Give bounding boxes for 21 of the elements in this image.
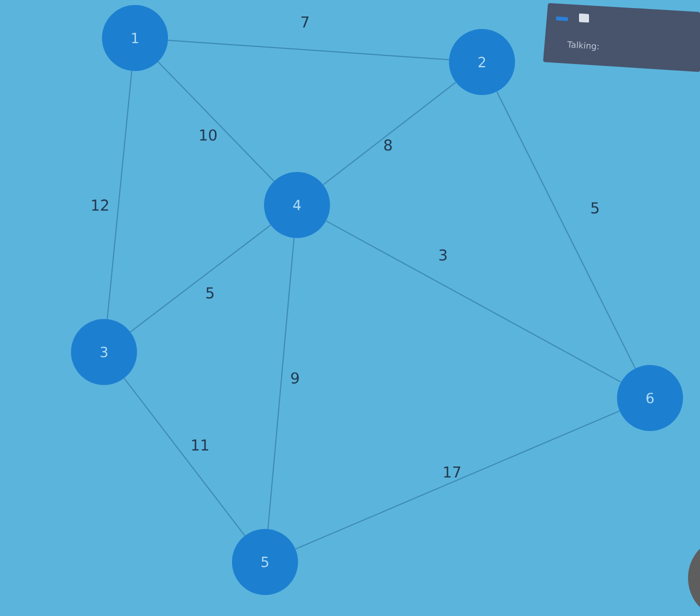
edge-line (322, 82, 456, 186)
edge-line (158, 61, 274, 182)
edge-label: 5 (591, 202, 598, 214)
edge-label: 17 (444, 466, 460, 478)
edge-label: 7 (301, 16, 308, 28)
edge-line (130, 224, 271, 332)
status-text: Talking: (567, 41, 599, 51)
edge-line (168, 40, 449, 60)
edge-label: 12 (92, 199, 108, 211)
edge-line (106, 70, 132, 320)
edge-line (295, 410, 620, 550)
edge-label: 3 (439, 249, 447, 261)
edge-line (326, 220, 622, 383)
edge-label: 9 (291, 372, 299, 384)
edge-line (496, 91, 636, 369)
edge-label: 10 (200, 129, 217, 141)
edge-label: 8 (384, 139, 392, 151)
edge-line (267, 238, 295, 529)
edge-label: 11 (192, 440, 208, 450)
edge-line (124, 378, 246, 536)
edge-label: 5 (206, 287, 214, 299)
